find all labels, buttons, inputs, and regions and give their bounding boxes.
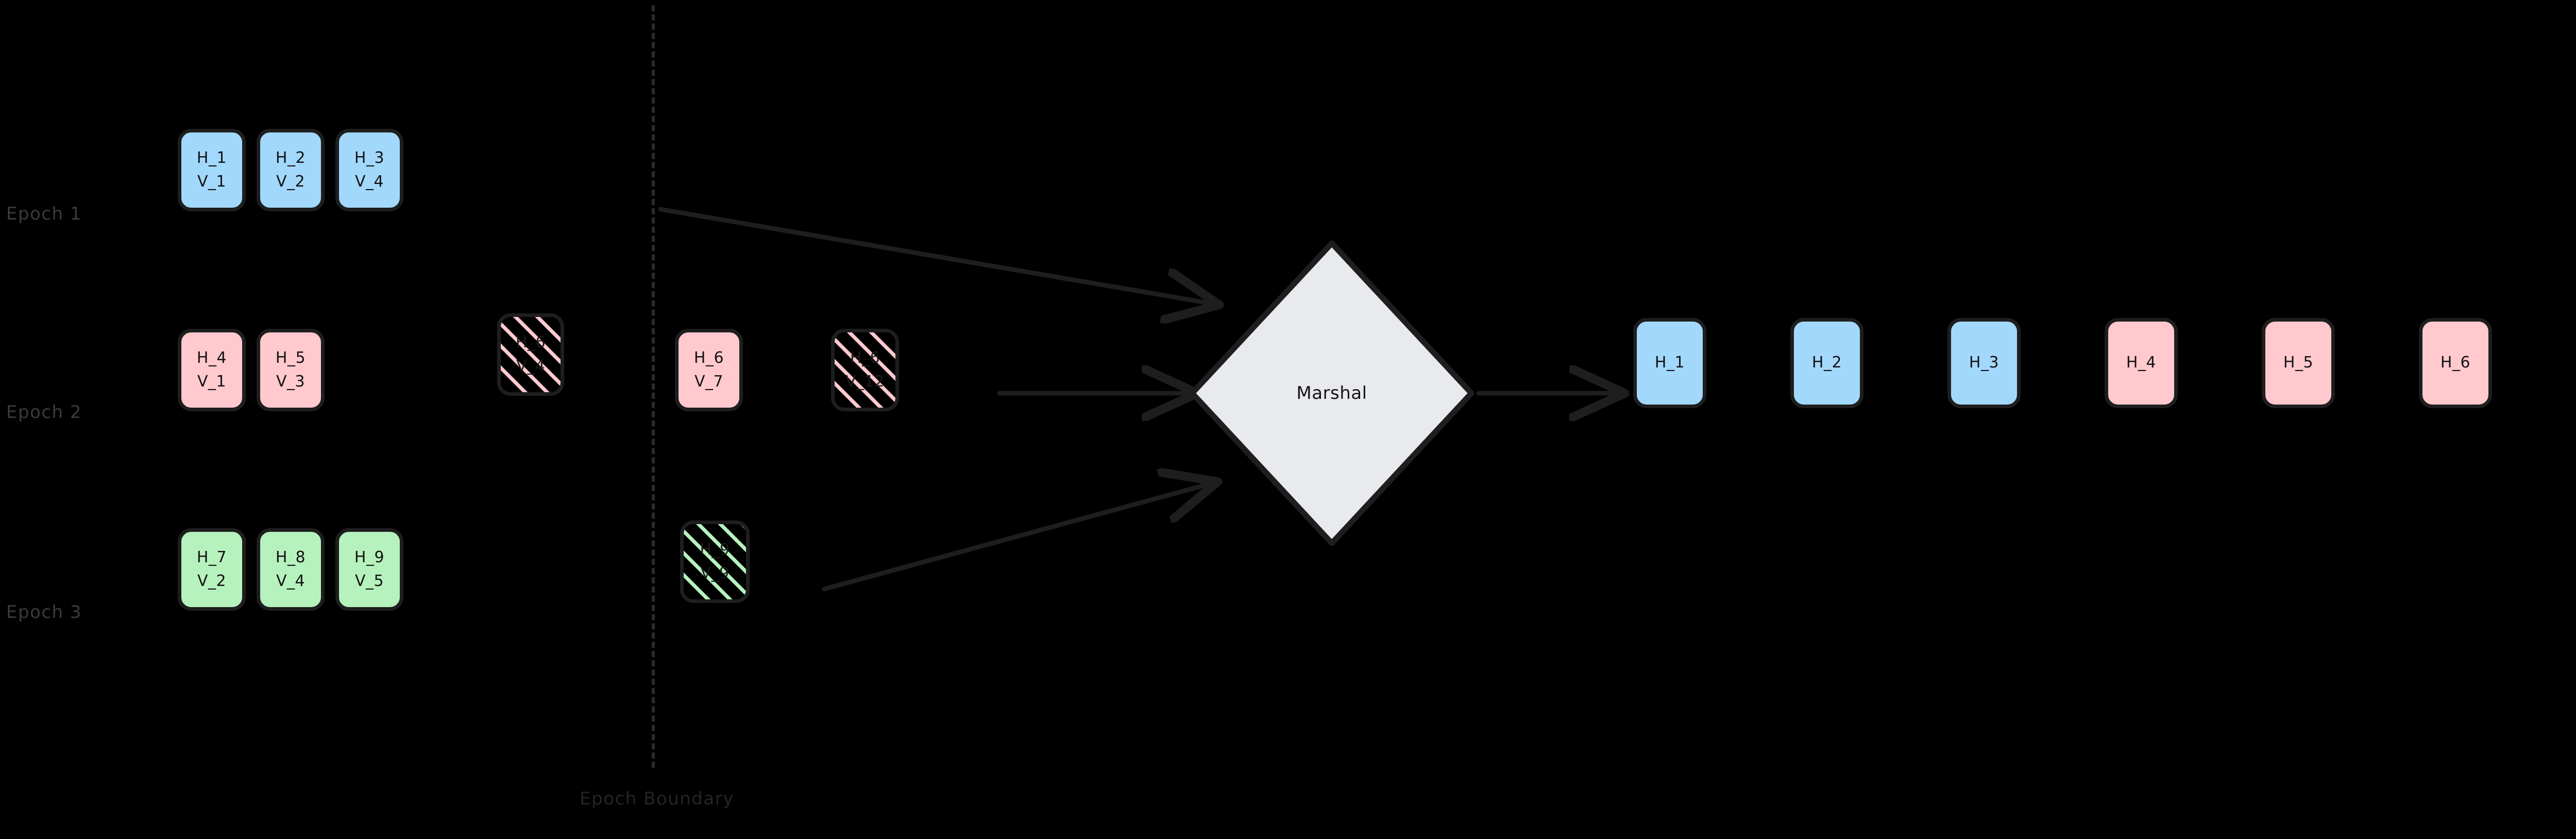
arrow-epoch3-to-marshal [822, 483, 1213, 592]
output-node-1[interactable]: H_2 [1790, 318, 1863, 408]
output-node-2[interactable]: H_3 [1947, 318, 2021, 408]
node-hash: H_9 [700, 540, 730, 559]
epoch-boundary-label: Epoch Boundary [580, 788, 734, 809]
marshal-diamond-shape [1189, 240, 1475, 546]
node-version: V_9 [700, 564, 730, 582]
marshal-node[interactable]: Marshal [1185, 237, 1479, 549]
output-node-3[interactable]: H_4 [2105, 318, 2178, 408]
node-hash: H_6 [2440, 354, 2471, 372]
epoch2-node-4-dropped[interactable]: H_6 V_12 [831, 329, 899, 411]
node-version: V_3 [276, 373, 306, 391]
node-version: V_7 [694, 373, 724, 391]
node-hash: H_1 [1654, 354, 1685, 372]
epoch3-node-3-dropped[interactable]: H_9 V_9 [680, 521, 750, 603]
node-hash: H_6 [693, 348, 724, 367]
node-version: V_1 [197, 173, 227, 191]
node-hash: H_5 [275, 348, 306, 367]
epoch-boundary-line [652, 5, 655, 768]
node-version: V_2 [197, 572, 227, 590]
epoch2-node-2-dropped[interactable]: H_6 V_4 [497, 313, 564, 396]
node-hash: H_3 [354, 148, 385, 167]
epoch2-node-3[interactable]: H_6 V_7 [675, 329, 743, 411]
output-node-0[interactable]: H_1 [1633, 318, 1706, 408]
node-hash: H_3 [1969, 354, 1999, 372]
epoch3-node-1[interactable]: H_8 V_4 [257, 528, 325, 611]
node-hash: H_5 [2283, 354, 2314, 372]
node-version: V_5 [354, 572, 384, 590]
epoch1-node-1[interactable]: H_2 V_2 [257, 129, 325, 211]
node-hash: H_4 [2126, 354, 2157, 372]
node-hash: H_4 [196, 348, 227, 367]
epoch1-node-0[interactable]: H_1 V_1 [178, 129, 246, 211]
epoch3-node-2[interactable]: H_9 V_5 [335, 528, 403, 611]
node-hash: H_8 [275, 548, 306, 566]
node-version: V_4 [354, 173, 384, 191]
epoch1-node-2[interactable]: H_3 V_4 [335, 129, 403, 211]
epoch2-node-1[interactable]: H_5 V_3 [257, 329, 325, 411]
arrow-epoch1-to-marshal [658, 207, 1215, 304]
node-hash: H_7 [196, 548, 227, 566]
node-version: V_4 [276, 572, 306, 590]
node-version: V_12 [845, 373, 885, 391]
node-version: V_2 [276, 173, 306, 191]
node-hash: H_2 [275, 148, 306, 167]
epoch3-node-0[interactable]: H_7 V_2 [178, 528, 246, 611]
node-version: V_4 [516, 357, 546, 375]
epoch-label-3: Epoch 3 [6, 602, 82, 623]
epoch-label-1: Epoch 1 [6, 204, 82, 224]
node-hash: H_2 [1811, 354, 1842, 372]
node-hash: H_1 [196, 148, 227, 167]
node-version: V_1 [197, 373, 227, 391]
node-hash: H_9 [354, 548, 385, 566]
node-hash: H_6 [515, 333, 546, 351]
output-node-4[interactable]: H_5 [2262, 318, 2335, 408]
epoch2-node-0[interactable]: H_4 V_1 [178, 329, 246, 411]
output-node-5[interactable]: H_6 [2419, 318, 2492, 408]
node-hash: H_6 [850, 348, 880, 367]
epoch-label-2: Epoch 2 [6, 402, 82, 423]
marshal-label: Marshal [1296, 383, 1367, 404]
